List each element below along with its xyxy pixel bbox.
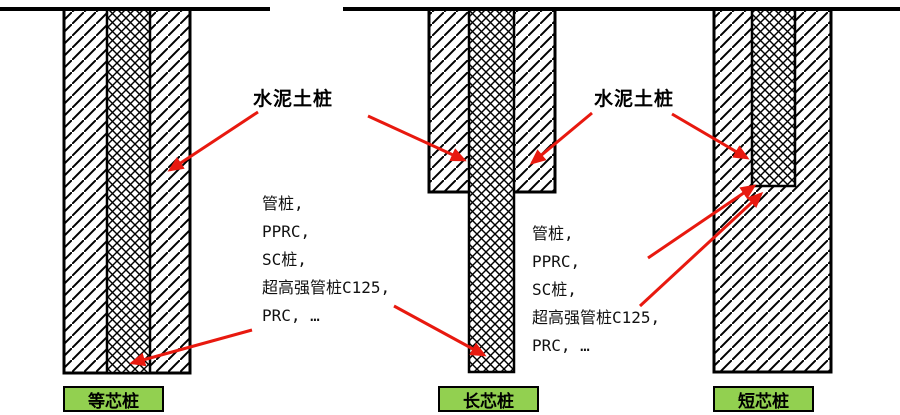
cement-soil-label-left: 水泥土桩 (253, 88, 334, 110)
arrow-types-to-long-core (393, 304, 487, 357)
arrow-types-to-short-core-upper (647, 184, 757, 260)
caption-short-core-pile: 短芯桩 (713, 386, 814, 412)
arrow-cement-label-to-equal-core-shell (167, 110, 259, 172)
short-core-pile-core (750, 7, 797, 188)
caption-equal-core-pile: 等芯桩 (63, 386, 164, 412)
arrow-types-to-equal-core (129, 328, 253, 367)
arrow-cement-label-to-short-core-shell (671, 112, 750, 160)
arrow-cement-label-to-long-core-shell-right (529, 111, 593, 165)
core-pile-types-left: 管桩, PPRC, SC桩, 超高强管桩C125, PRC, … (262, 194, 391, 325)
caption-long-core-pile: 长芯桩 (438, 386, 539, 412)
long-core-pile-core (467, 7, 516, 374)
arrow-types-to-short-core-lower (638, 191, 764, 308)
cement-soil-label-right: 水泥土桩 (594, 88, 675, 110)
equal-core-pile-core (105, 7, 152, 375)
arrow-cement-label-to-long-core-shell-left (367, 114, 467, 162)
core-pile-types-right: 管桩, PPRC, SC桩, 超高强管桩C125, PRC, … (532, 224, 661, 355)
